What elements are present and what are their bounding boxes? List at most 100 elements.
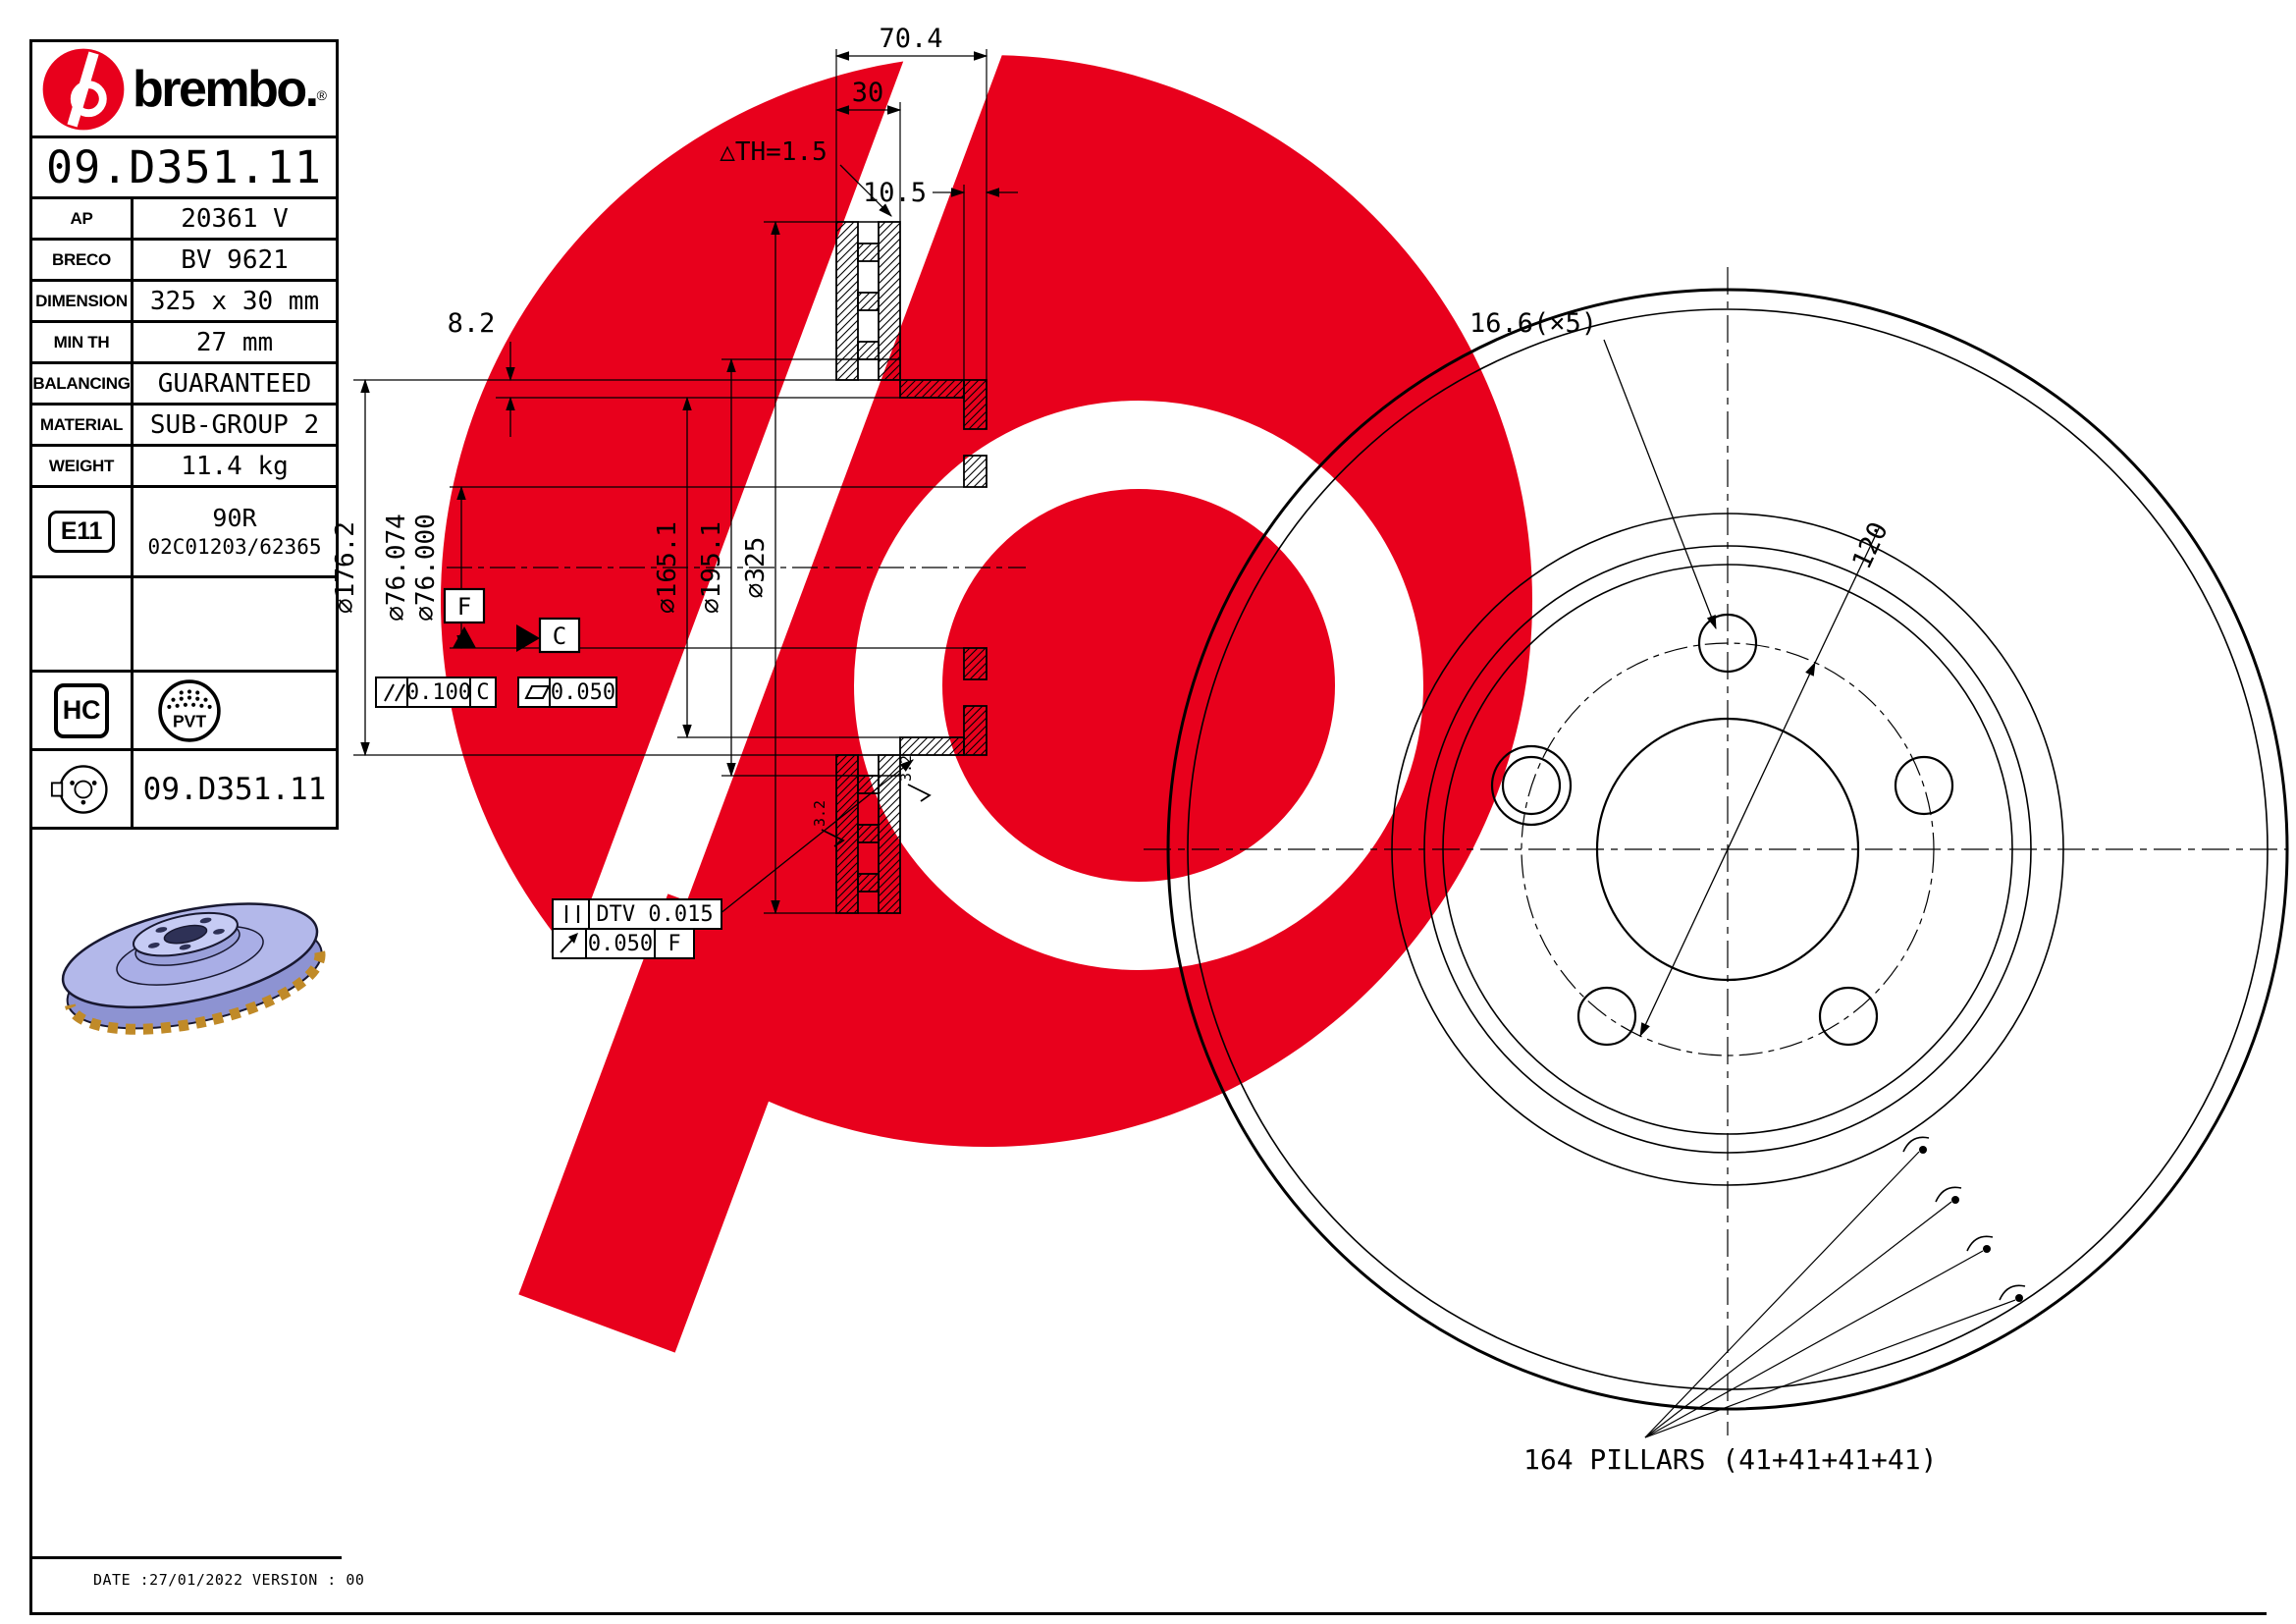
footer-text: DATE :27/01/2022 VERSION : 00 bbox=[93, 1571, 365, 1589]
bolt-circle-dim-line bbox=[1639, 661, 1816, 1038]
brake-disc-icon bbox=[50, 764, 108, 814]
outer-edge-circle bbox=[1166, 288, 2289, 1411]
dim-bolt-holes: 16.6(×5) bbox=[1469, 308, 1597, 339]
bolt-hole-leader bbox=[1603, 339, 1717, 630]
disc-center-bore bbox=[163, 924, 208, 945]
disc-bolt-holes bbox=[147, 917, 225, 950]
tolerance-frame-runout: 0.050 F bbox=[552, 928, 695, 959]
roughness-mark-outboard: 3.2 bbox=[811, 800, 845, 847]
bolt-hole bbox=[1818, 986, 1879, 1047]
page-part-number: 09.D351.11 bbox=[46, 141, 322, 193]
flatness-value: 0.050 bbox=[551, 680, 615, 705]
datum-c-flag: C bbox=[516, 617, 581, 654]
datum-f-flag: F bbox=[443, 587, 486, 648]
wordmark-text: brembo. bbox=[133, 60, 319, 118]
dim-dia-friction-inner: ⌀195.1 bbox=[697, 521, 726, 614]
blank-cell bbox=[32, 578, 133, 670]
tolerance-frame-parallelism: 0.100 C bbox=[375, 677, 497, 708]
spec-value: GUARANTEED bbox=[157, 368, 312, 399]
friction-inner-circle bbox=[1391, 513, 2064, 1186]
bolt-hole bbox=[1894, 755, 1954, 816]
watermark-b-bowl bbox=[854, 401, 1423, 970]
section-material bbox=[835, 221, 988, 914]
dim-dia-outer: ⌀325 bbox=[741, 537, 771, 599]
parallelism-datum: C bbox=[476, 680, 489, 705]
dim-thickness: 30 bbox=[852, 78, 884, 108]
part-number-row: 09.D351.11 bbox=[32, 135, 336, 196]
spec-value: BV 9621 bbox=[181, 244, 289, 275]
footer-divider bbox=[29, 1556, 342, 1559]
spec-value: 20361 V bbox=[181, 203, 289, 234]
parallelism-icon bbox=[384, 683, 405, 702]
disc-icon-cell bbox=[32, 751, 133, 827]
datum-f-label: F bbox=[457, 593, 471, 621]
sheet-border-left bbox=[29, 828, 32, 1615]
hc-cell: HC bbox=[32, 673, 133, 748]
dim-wall-thickness: 8.2 bbox=[448, 308, 496, 339]
spec-value: 325 x 30 mm bbox=[149, 286, 320, 316]
pilot-hole bbox=[1501, 755, 1562, 816]
e11-badge: E11 bbox=[47, 511, 116, 553]
spec-row-ap: AP 20361 V bbox=[32, 196, 336, 238]
cross-section-view: 70.4 30 △TH=1.5 10.5 8.2 ⌀176.2 ⌀76.074 … bbox=[331, 24, 1026, 959]
left-panel: brembo.® 09.D351.11 AP 20361 V BRECO BV … bbox=[29, 39, 339, 830]
spec-row-balancing: BALANCING GUARANTEED bbox=[32, 361, 336, 403]
outer-chamfer-circle bbox=[1187, 308, 2269, 1390]
spec-value: SUB-GROUP 2 bbox=[149, 409, 320, 440]
spec-row-min-th: MIN TH 27 mm bbox=[32, 320, 336, 361]
dim-th-note: △TH=1.5 bbox=[720, 137, 828, 167]
spec-value: 27 mm bbox=[195, 327, 274, 357]
dim-bolt-circle: 120 bbox=[1846, 517, 1895, 573]
approval-row: E11 90R 02C01203/62365 bbox=[32, 485, 336, 575]
spec-row-weight: WEIGHT 11.4 kg bbox=[32, 444, 336, 485]
spec-label: DIMENSION bbox=[32, 282, 133, 320]
pvt-badge: PVT bbox=[158, 678, 221, 742]
badges-row: HC PVT bbox=[32, 670, 336, 748]
dim-dia-bore-max: ⌀76.074 bbox=[382, 514, 411, 622]
approval-line1: 90R bbox=[212, 503, 257, 532]
dim-dia-bore-min: ⌀76.000 bbox=[411, 514, 441, 622]
spec-label: AP bbox=[32, 199, 133, 238]
blank-row bbox=[32, 575, 336, 670]
brembo-logo-icon bbox=[42, 48, 125, 130]
sheet-border-bottom bbox=[29, 1612, 2267, 1615]
bolt-circle bbox=[1521, 642, 1935, 1056]
runout-value: 0.050 bbox=[588, 932, 653, 956]
tolerance-frame-flatness: 0.050 bbox=[517, 677, 617, 708]
spec-value: 11.4 kg bbox=[181, 451, 289, 481]
disc-row-part-number: 09.D351.11 bbox=[142, 771, 327, 807]
pillar-mark bbox=[1999, 1284, 2026, 1302]
watermark-b-stem-tail bbox=[518, 893, 825, 1353]
brembo-wordmark: brembo.® bbox=[133, 60, 327, 118]
logo-row: brembo.® bbox=[32, 42, 336, 135]
tolerance-frame-dtv: DTV 0.015 bbox=[552, 898, 722, 930]
skirt-inner-circle bbox=[1442, 564, 2013, 1135]
bolt-hole bbox=[1576, 986, 1637, 1047]
pillar-marks bbox=[1644, 1136, 2026, 1438]
pillar-mark bbox=[1935, 1186, 1962, 1204]
pvt-dots bbox=[167, 688, 212, 709]
pillar-leaders bbox=[1644, 1151, 2016, 1438]
roughness-mark-inboard: 3.2 bbox=[897, 755, 932, 802]
dim-flange-thickness: 10.5 bbox=[863, 178, 927, 208]
front-view: 16.6(×5) 120 bbox=[1144, 267, 2289, 1476]
pilot-hole-counterbore bbox=[1490, 744, 1573, 827]
roughness-value: 3.2 bbox=[897, 755, 915, 782]
dim-width-total: 70.4 bbox=[879, 24, 942, 54]
hc-badge: HC bbox=[54, 682, 109, 738]
dim-dia-skirt-inner: ⌀165.1 bbox=[653, 521, 682, 614]
spec-row-material: MATERIAL SUB-GROUP 2 bbox=[32, 403, 336, 444]
hat-outer-circle bbox=[1423, 545, 2032, 1154]
spec-label: WEIGHT bbox=[32, 447, 133, 485]
disc-part-row: 09.D351.11 bbox=[32, 748, 336, 827]
disc-photo bbox=[61, 902, 326, 1035]
spec-row-dimension: DIMENSION 325 x 30 mm bbox=[32, 279, 336, 320]
parallelism-value: 0.100 bbox=[406, 680, 471, 705]
spec-row-breco: BRECO BV 9621 bbox=[32, 238, 336, 279]
e11-cell: E11 bbox=[32, 488, 133, 575]
spec-label: BALANCING bbox=[32, 364, 133, 403]
pillars-label: 164 PILLARS (41+41+41+41) bbox=[1523, 1443, 1937, 1476]
spec-label: MATERIAL bbox=[32, 406, 133, 444]
dtv-icon bbox=[564, 905, 580, 923]
